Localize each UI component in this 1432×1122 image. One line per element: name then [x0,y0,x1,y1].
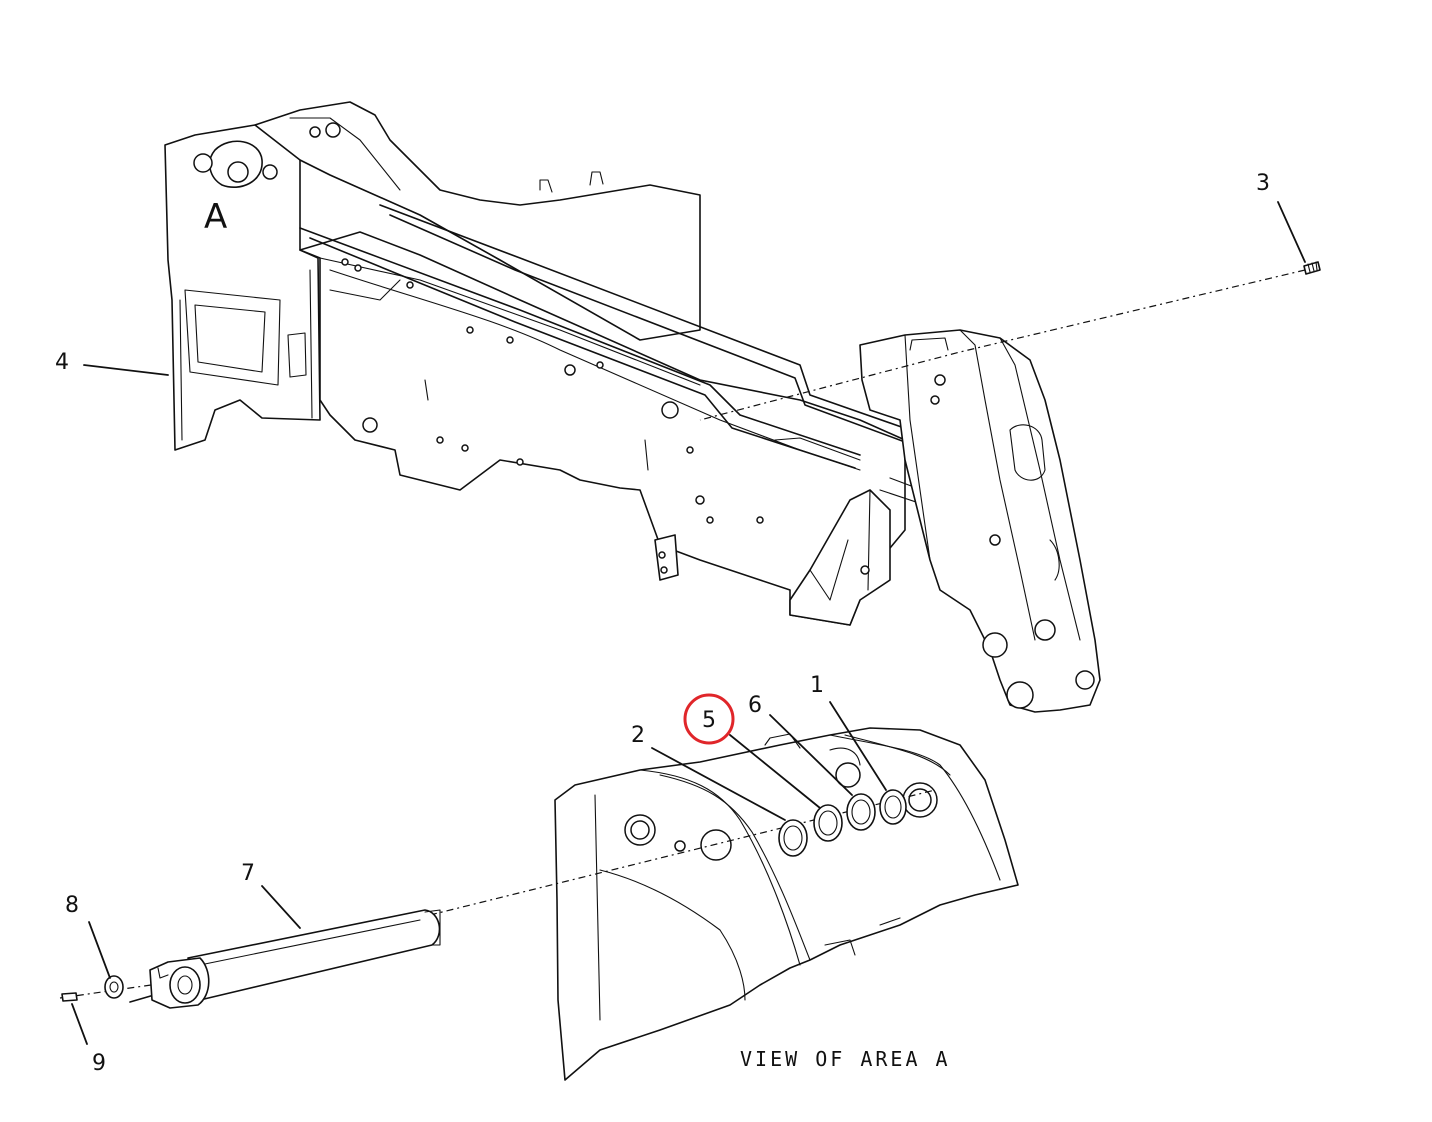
leader-6 [769,714,853,796]
pin-axis-dashed [429,789,936,916]
leader-5 [729,734,821,809]
callout-2: 2 [631,723,645,748]
washer-part-6 [846,793,876,831]
leader-8 [88,921,111,979]
leader-4 [83,364,169,376]
washer-part-5 [813,804,843,842]
callout-1: 1 [810,673,824,698]
leader-3 [1277,201,1306,263]
callout-4: 4 [55,350,69,375]
callout-5: 5 [702,708,716,733]
part-3-axis-line [699,269,1306,421]
cylinder-part-7 [149,909,441,1009]
washer-part-8 [104,975,124,999]
pin-part-9 [61,992,78,1002]
leader-7 [261,885,301,929]
callout-8: 8 [65,893,79,918]
leader-1 [829,701,887,791]
area-a-marker: A [204,197,227,237]
view-caption: VIEW OF AREA A [740,1047,951,1071]
lift-arm-frame [164,101,1101,713]
callout-3: 3 [1256,171,1270,196]
leader-9 [71,1003,88,1045]
callout-6: 6 [748,693,762,718]
bolt-axis-dashed [59,977,201,999]
washer-part-1 [879,789,907,825]
highlighted-callout-5[interactable]: 5 [683,693,735,745]
highlight-circle [683,693,735,745]
leader-2 [651,747,786,821]
washer-part-2 [778,819,808,857]
callout-7: 7 [241,861,255,886]
bolt-part-3 [1303,261,1321,275]
callout-9: 9 [92,1051,106,1076]
leader-lines [71,201,1306,1045]
